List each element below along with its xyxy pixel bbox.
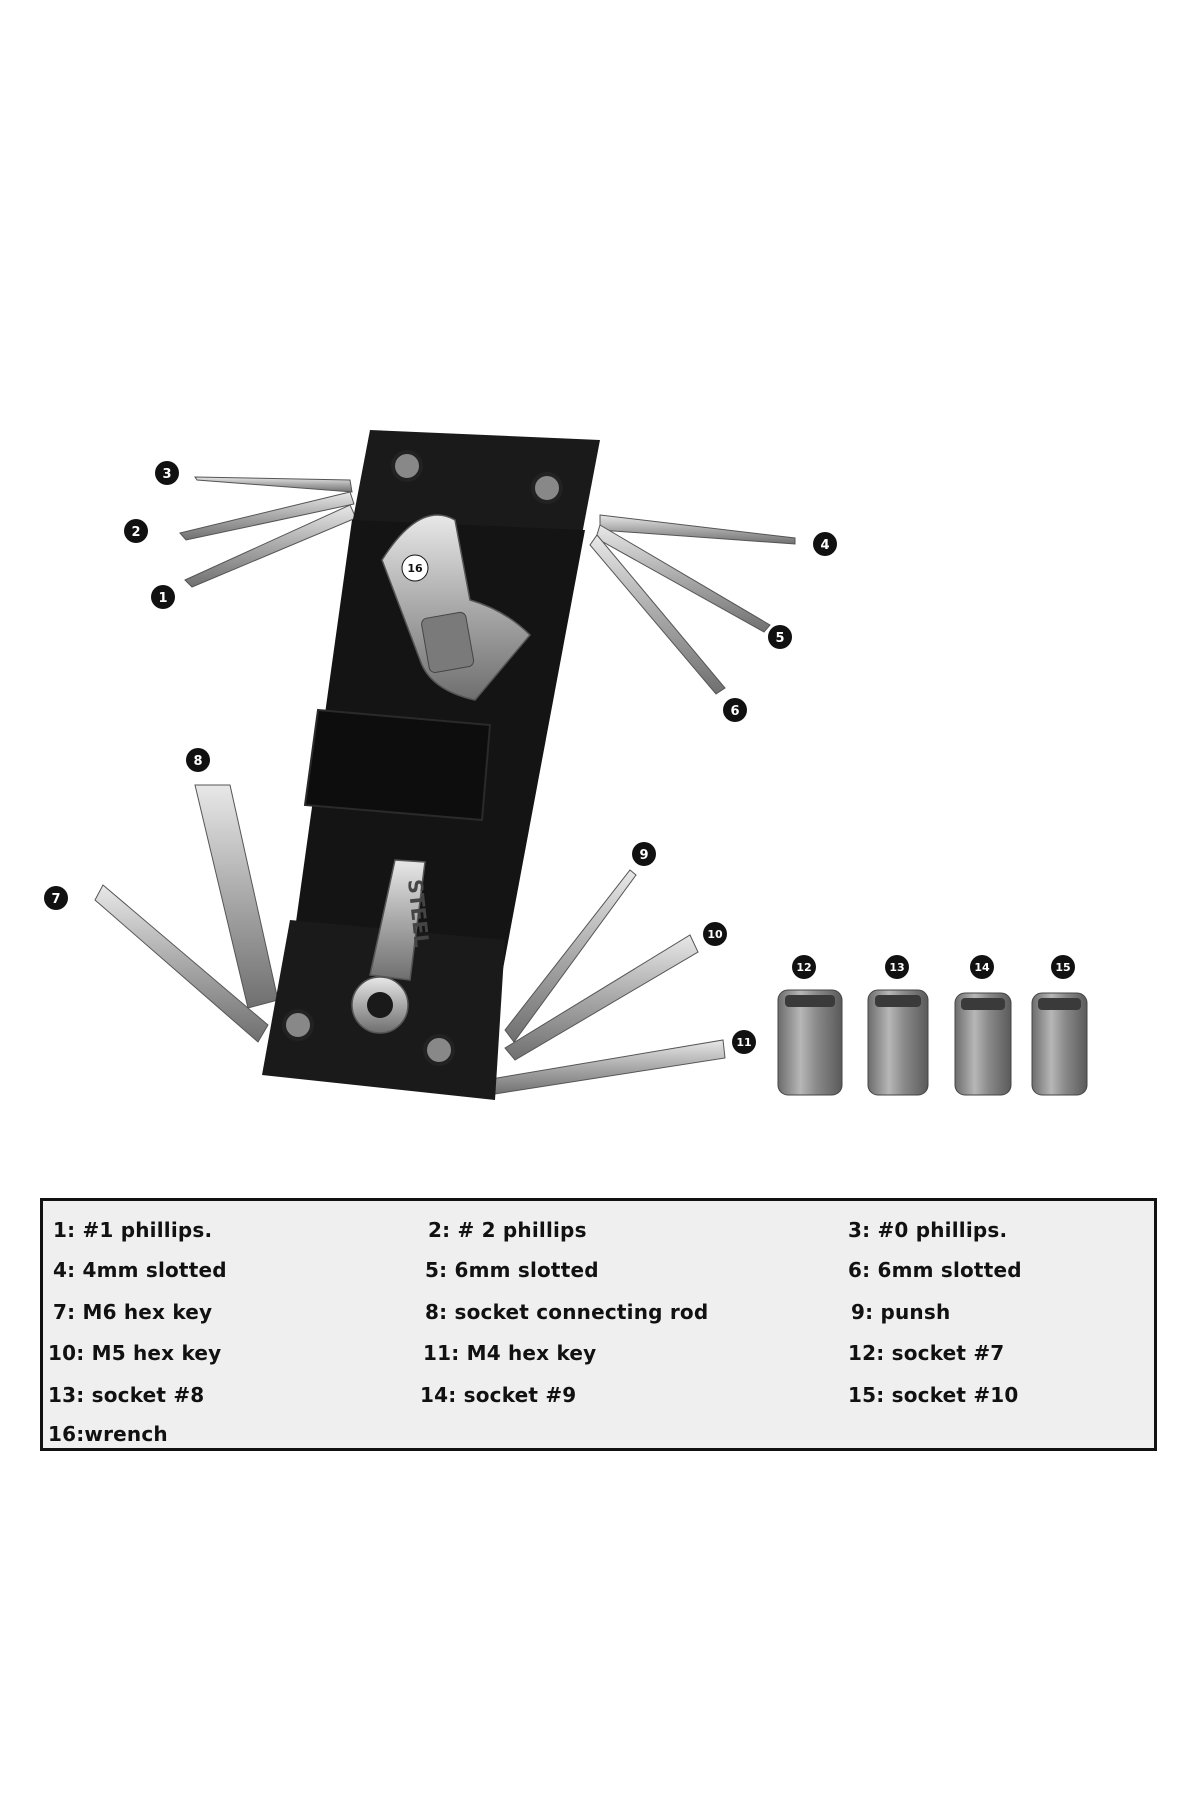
svg-text:15: 15 <box>1055 961 1070 974</box>
hex-key-m6 <box>94 884 269 1043</box>
svg-text:12: 12 <box>796 961 811 974</box>
legend-item-8: 8: socket connecting rod <box>425 1300 709 1324</box>
callout-16: 16 <box>401 554 429 582</box>
callout-15: 15 <box>1051 955 1075 979</box>
callout-1: 1 <box>151 585 175 609</box>
parts-legend: 1: #1 phillips. 2: # 2 phillips 3: #0 ph… <box>40 1198 1157 1451</box>
svg-text:8: 8 <box>193 754 202 769</box>
callout-3: 3 <box>155 461 179 485</box>
callout-9: 9 <box>632 842 656 866</box>
socket-8 <box>867 989 929 1096</box>
slotted-bit-6mm-a <box>595 524 771 633</box>
svg-text:5: 5 <box>775 631 784 646</box>
svg-text:2: 2 <box>131 525 140 540</box>
legend-item-5: 5: 6mm slotted <box>425 1258 599 1282</box>
callout-12: 12 <box>792 955 816 979</box>
phillips-bit-0 <box>194 476 353 493</box>
slotted-bit-6mm-b <box>589 534 726 695</box>
legend-item-16: 16:wrench <box>48 1422 168 1446</box>
callout-7: 7 <box>44 886 68 910</box>
legend-item-15: 15: socket #10 <box>848 1383 1019 1407</box>
legend-item-6: 6: 6mm slotted <box>848 1258 1022 1282</box>
svg-text:4: 4 <box>820 538 829 553</box>
svg-text:3: 3 <box>162 467 171 482</box>
legend-item-9: 9: punsh <box>851 1300 951 1324</box>
callout-8: 8 <box>186 748 210 772</box>
multi-tool-photo: STEEL 1 2 3 4 5 6 7 <box>44 430 1088 1100</box>
legend-item-4: 4: 4mm slotted <box>53 1258 227 1282</box>
svg-text:9: 9 <box>639 848 648 863</box>
callout-13: 13 <box>885 955 909 979</box>
callout-10: 10 <box>703 922 727 946</box>
svg-text:10: 10 <box>707 928 723 941</box>
legend-item-11: 11: M4 hex key <box>423 1341 597 1365</box>
svg-text:11: 11 <box>736 1036 751 1049</box>
callout-2: 2 <box>124 519 148 543</box>
socket-7 <box>777 989 843 1096</box>
svg-text:6: 6 <box>730 704 739 719</box>
svg-text:16: 16 <box>407 562 423 575</box>
punch-tool <box>504 869 637 1043</box>
hex-key-m5 <box>504 934 699 1061</box>
callout-4: 4 <box>813 532 837 556</box>
svg-text:13: 13 <box>889 961 904 974</box>
phillips-bit-2 <box>179 491 355 541</box>
legend-item-10: 10: M5 hex key <box>48 1341 222 1365</box>
socket-10 <box>1031 992 1088 1096</box>
callout-11: 11 <box>732 1030 756 1054</box>
socket-9 <box>954 992 1012 1096</box>
svg-text:1: 1 <box>158 591 167 606</box>
svg-text:7: 7 <box>51 892 60 907</box>
legend-item-14: 14: socket #9 <box>420 1383 577 1407</box>
legend-item-12: 12: socket #7 <box>848 1341 1005 1365</box>
legend-item-1: 1: #1 phillips. <box>53 1218 213 1242</box>
legend-item-7: 7: M6 hex key <box>53 1300 213 1324</box>
svg-text:14: 14 <box>974 961 990 974</box>
slotted-bit-4mm <box>599 514 796 545</box>
callout-5: 5 <box>768 625 792 649</box>
legend-item-2: 2: # 2 phillips <box>428 1218 587 1242</box>
callout-6: 6 <box>723 698 747 722</box>
callout-14: 14 <box>970 955 994 979</box>
legend-item-3: 3: #0 phillips. <box>848 1218 1008 1242</box>
legend-item-13: 13: socket #8 <box>48 1383 205 1407</box>
